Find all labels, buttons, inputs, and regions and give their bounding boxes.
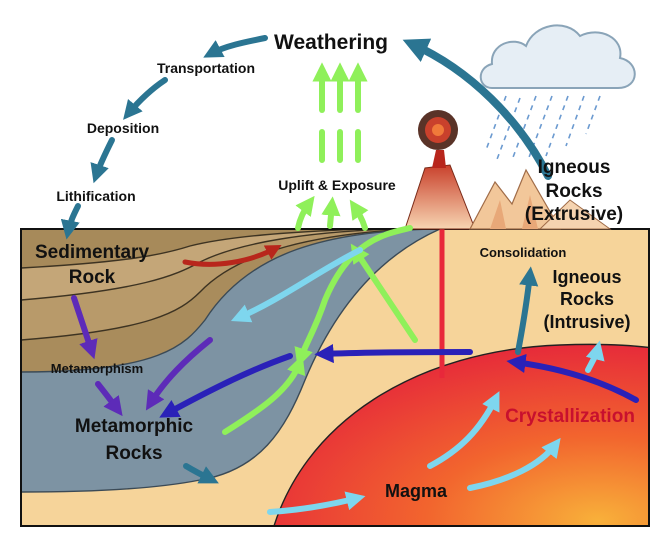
label-igneous-extrusive-line2: Rocks — [545, 181, 602, 202]
arrow-metamorphic-to-magma — [183, 463, 219, 484]
arrow-lithification-to-sedimentary — [60, 203, 81, 240]
arrow-weathering-to-transportation — [203, 35, 268, 58]
arrow-sedimentary-to-uplift — [182, 244, 282, 267]
volcano-icon — [404, 110, 476, 230]
mountains-icon — [469, 168, 612, 230]
purple-arrows — [71, 295, 213, 417]
green-arrows — [222, 62, 418, 435]
label-metamorphic-rocks-line1: Metamorphic — [75, 416, 194, 437]
label-sedimentary-rock-line1: Sedimentary — [35, 242, 149, 263]
label-deposition: Deposition — [87, 120, 159, 136]
label-crystallization: Crystallization — [505, 406, 635, 427]
ground-border — [20, 228, 650, 527]
label-igneous-intrusive-line3: (Intrusive) — [543, 312, 630, 332]
label-metamorphic-rocks-line2: Rocks — [105, 443, 162, 464]
label-weathering: Weathering — [274, 31, 388, 54]
magma-chamber — [273, 343, 649, 526]
label-metamorphism: Metamorphism — [51, 361, 143, 376]
metamorphic-outline — [21, 229, 441, 493]
arrow-intrusive-up — [515, 266, 539, 355]
navy-arrows — [159, 343, 639, 418]
label-igneous-extrusive-line1: Igneous — [538, 157, 611, 178]
label-uplift-exposure: Uplift & Exposure — [278, 177, 396, 193]
sediment-layer-3 — [21, 229, 360, 268]
rain-cloud-icon — [479, 24, 636, 163]
teal-arrows — [60, 35, 552, 484]
arrow-extrusive-to-weathering — [402, 38, 552, 180]
label-igneous-intrusive-line1: Igneous — [552, 267, 621, 287]
label-sedimentary-rock-line2: Rock — [69, 267, 116, 288]
label-transportation: Transportation — [157, 60, 255, 76]
cyan-arrows — [230, 247, 605, 515]
label-magma: Magma — [385, 481, 448, 501]
arrow-transportation-to-deposition — [123, 77, 168, 120]
metamorphic-layer — [21, 229, 440, 492]
label-consolidation: Consolidation — [480, 245, 567, 260]
label-lithification: Lithification — [56, 188, 135, 204]
label-igneous-intrusive-line2: Rocks — [560, 289, 614, 309]
arrow-deposition-to-lithification — [90, 137, 115, 184]
label-igneous-extrusive-line3: (Extrusive) — [525, 204, 623, 225]
